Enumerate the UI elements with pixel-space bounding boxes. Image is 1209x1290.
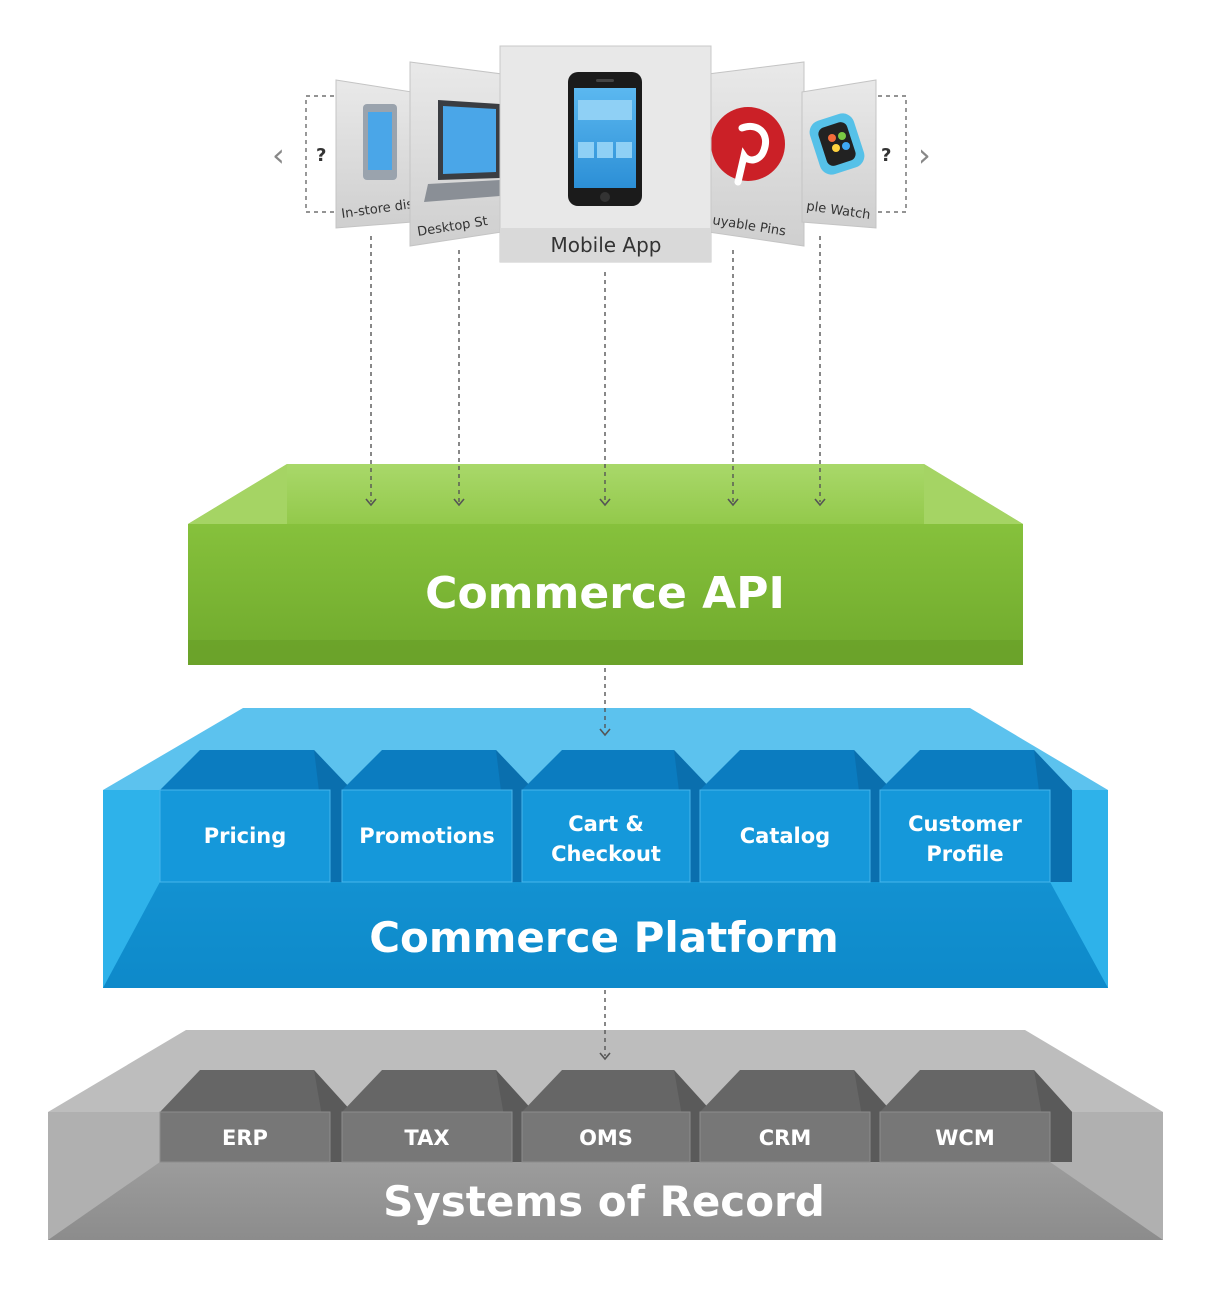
- arrowhead-mobile: [599, 498, 611, 507]
- platform-module[interactable]: Cart & Checkout: [521, 750, 712, 883]
- record-module-label: WCM: [935, 1126, 994, 1150]
- channel-card-instore[interactable]: In-store dis: [335, 79, 414, 229]
- arrowhead-pins: [727, 498, 739, 507]
- channel-carousel: ‹ › ? ? In-store dis Desktop St: [272, 45, 931, 263]
- record-module[interactable]: CRM: [699, 1070, 892, 1163]
- unknown-channel-left: ?: [316, 145, 326, 166]
- platform-layer-title: Commerce Platform: [369, 913, 839, 962]
- platform-module-label: Customer: [908, 812, 1022, 836]
- smartwatch-icon: [809, 113, 865, 175]
- channel-card-pins[interactable]: uyable Pins: [707, 61, 805, 247]
- channel-label: Mobile App: [550, 233, 661, 257]
- arrowhead-api-platform: [599, 728, 611, 737]
- smartphone-icon: [568, 72, 642, 206]
- record-module[interactable]: ERP: [159, 1070, 352, 1163]
- pinterest-icon: [711, 107, 785, 186]
- arrowhead-desktop: [453, 498, 465, 507]
- arrowhead-instore: [365, 498, 377, 507]
- carousel-next-arrow[interactable]: ›: [918, 136, 931, 174]
- record-module[interactable]: OMS: [521, 1070, 712, 1163]
- carousel-prev-arrow[interactable]: ‹: [272, 136, 285, 174]
- laptop-icon: [424, 100, 500, 202]
- platform-module-label: Checkout: [551, 842, 661, 866]
- record-modules: ERP TAX OMS CRM WCM: [159, 1070, 1072, 1163]
- kiosk-icon: [363, 104, 397, 180]
- platform-module-label: Catalog: [740, 824, 830, 848]
- channel-card-mobile[interactable]: Mobile App: [499, 45, 712, 263]
- unknown-channel-right: ?: [881, 145, 891, 166]
- record-module[interactable]: WCM: [879, 1070, 1072, 1163]
- platform-module[interactable]: Catalog: [699, 750, 892, 883]
- api-layer-top: [188, 464, 1023, 524]
- connectors: [370, 236, 821, 1056]
- arrowhead-platform-records: [599, 1052, 611, 1061]
- record-module-label: OMS: [579, 1126, 633, 1150]
- platform-module-label: Cart &: [568, 812, 644, 836]
- records-layer-title: Systems of Record: [383, 1177, 825, 1226]
- channel-card-watch[interactable]: ple Watch: [801, 79, 877, 229]
- platform-module-label: Promotions: [359, 824, 495, 848]
- platform-module-label: Pricing: [204, 824, 287, 848]
- platform-modules: Pricing Promotions Cart & Checkout Catalog Cu…: [159, 750, 1072, 883]
- platform-module[interactable]: Promotions: [341, 750, 534, 883]
- channel-card-desktop[interactable]: Desktop St: [409, 61, 503, 247]
- arrowhead-watch: [814, 498, 826, 507]
- api-layer-title: Commerce API: [425, 568, 785, 619]
- systems-of-record-layer: ERP TAX OMS CRM WCM Systems of Record: [48, 1030, 1163, 1240]
- record-module[interactable]: TAX: [341, 1070, 534, 1163]
- platform-module[interactable]: Pricing: [159, 750, 352, 883]
- record-module-label: CRM: [759, 1126, 811, 1150]
- arrowheads: [365, 498, 826, 1061]
- record-module-label: ERP: [222, 1126, 268, 1150]
- record-module-label: TAX: [404, 1126, 449, 1150]
- platform-module-label: Profile: [926, 842, 1003, 866]
- commerce-platform-layer: Pricing Promotions Cart & Checkout Catalog Cu…: [103, 708, 1108, 988]
- commerce-api-layer: Commerce API: [188, 464, 1023, 665]
